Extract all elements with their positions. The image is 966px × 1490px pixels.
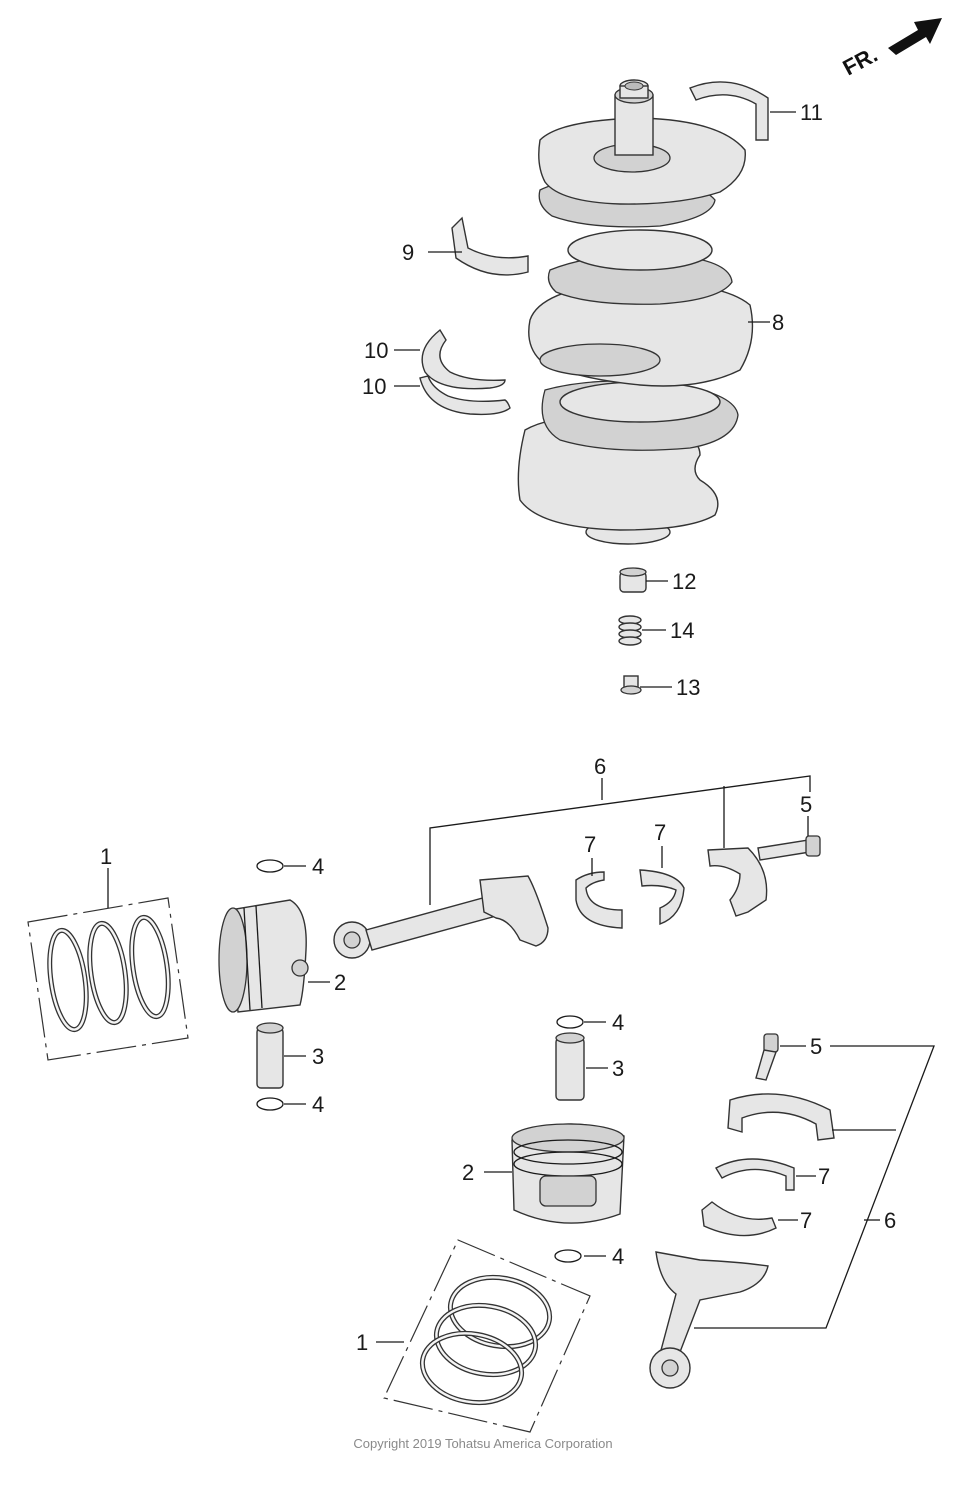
callout-13: 13 [676, 675, 700, 700]
snap-ring-lower-b [554, 1249, 582, 1263]
connecting-rod-upper [333, 875, 549, 959]
callout-3-lower: 3 [612, 1056, 624, 1081]
thrust-washer-lower [419, 375, 511, 416]
piston-ring-set-upper [27, 897, 189, 1061]
callout-4-lower-a: 4 [612, 1010, 624, 1035]
piston-lower [511, 1123, 625, 1224]
fr-label: FR. [839, 42, 882, 81]
snap-ring-upper-a [256, 859, 284, 873]
rod-bearing-lower-b [701, 1201, 777, 1237]
piston-pin-upper [256, 1022, 284, 1089]
crankshaft [517, 79, 754, 545]
piston-ring-set-lower [383, 1239, 591, 1433]
front-direction-indicator: FR. [839, 18, 942, 80]
rod-bearing-lower-a [715, 1158, 795, 1191]
plug [620, 675, 642, 695]
callout-2-upper: 2 [334, 970, 346, 995]
callout-2-lower: 2 [462, 1160, 474, 1185]
connecting-rod-lower [649, 1251, 769, 1389]
leader-lines [107, 111, 935, 1343]
callout-12: 12 [672, 569, 696, 594]
rod-bearing-upper-b [639, 869, 685, 925]
callout-7-upper-a: 7 [584, 832, 596, 857]
rod-cap-lower [727, 1093, 835, 1141]
callout-3-upper: 3 [312, 1044, 324, 1069]
callout-1-upper: 1 [100, 844, 112, 869]
callout-11: 11 [800, 100, 823, 125]
snap-ring-upper-b [256, 1097, 284, 1111]
copyright-text: Copyright 2019 Tohatsu America Corporati… [353, 1436, 612, 1451]
rod-bearing-upper-a [575, 871, 623, 929]
callout-14: 14 [670, 618, 694, 643]
spring [618, 615, 642, 646]
thrust-washer-upper [421, 328, 506, 390]
snap-ring-lower-a [556, 1015, 584, 1029]
callout-6-upper: 6 [594, 754, 606, 779]
piston-upper [218, 899, 309, 1013]
callout-7-lower-b: 7 [800, 1208, 812, 1233]
rod-bolt-upper [757, 835, 821, 861]
callout-8: 8 [772, 310, 784, 335]
callout-4-upper-a: 4 [312, 854, 324, 879]
arrow-icon [888, 18, 942, 55]
main-bearing-lower [451, 216, 529, 276]
callout-10-lower: 10 [362, 374, 386, 399]
main-bearing-upper [689, 81, 769, 141]
callout-7-upper-b: 7 [654, 820, 666, 845]
callout-labels: 11 9 8 10 10 12 14 13 6 5 7 7 1 4 2 3 4 … [100, 100, 896, 1355]
callout-5-upper: 5 [800, 792, 812, 817]
callout-6-lower: 6 [884, 1208, 896, 1233]
callout-4-lower-b: 4 [612, 1244, 624, 1269]
callout-7-lower-a: 7 [818, 1164, 830, 1189]
rod-bolt-lower [755, 1033, 779, 1081]
callout-10-upper: 10 [364, 338, 388, 363]
pilot-bushing [619, 567, 647, 593]
callout-5-lower: 5 [810, 1034, 822, 1059]
callout-9: 9 [402, 240, 414, 265]
piston-pin-lower [555, 1032, 585, 1101]
rod-cap-upper [707, 847, 768, 917]
callout-1-lower: 1 [356, 1330, 368, 1355]
callout-4-upper-b: 4 [312, 1092, 324, 1117]
